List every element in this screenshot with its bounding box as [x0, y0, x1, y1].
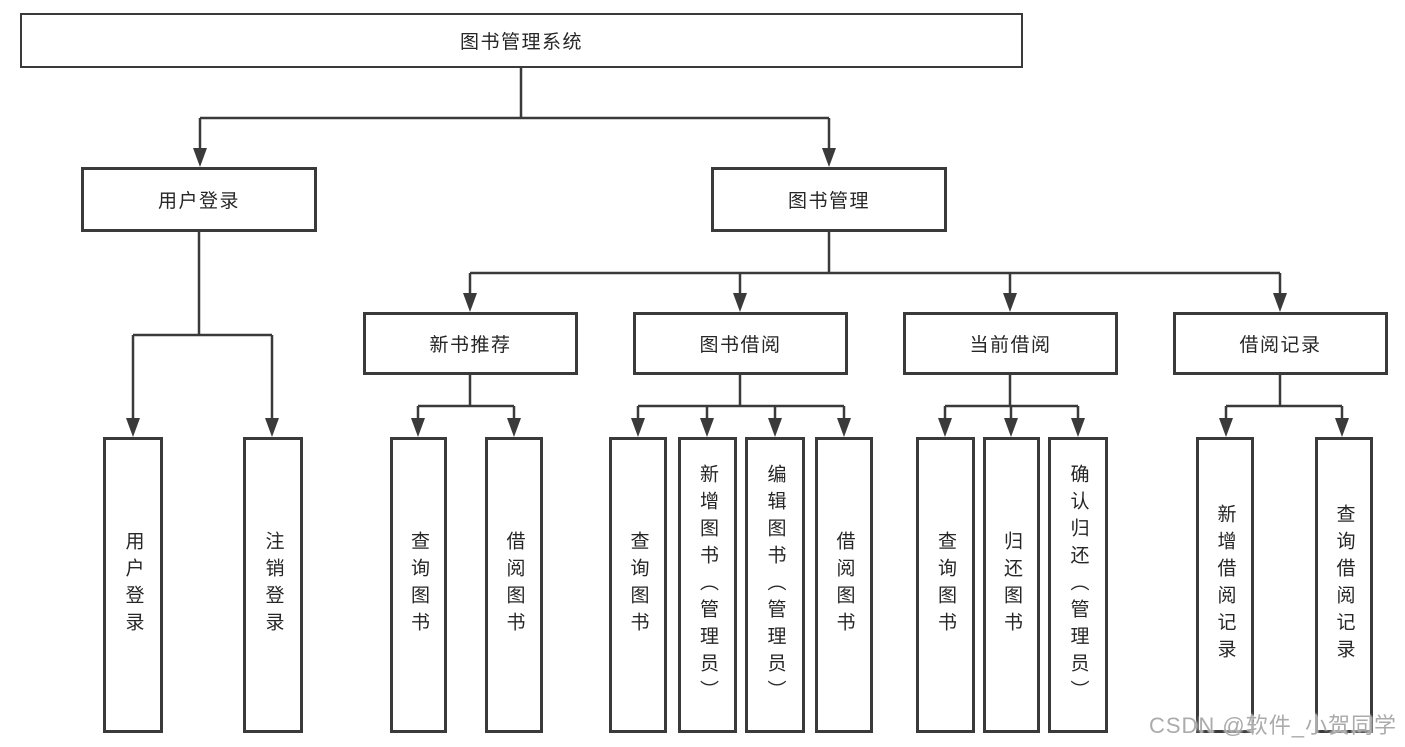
leaf-borrow-books-borrow: 借阅图书 [815, 437, 873, 733]
node-user-login: 用户登录 [81, 167, 317, 232]
leaf-add-books-admin-label: 新增图书（管理员） [697, 463, 718, 707]
leaf-add-books-admin: 新增图书（管理员） [678, 437, 737, 733]
leaf-confirm-return-admin: 确认归还（管理员） [1048, 437, 1108, 733]
leaf-confirm-return-admin-label: 确认归还（管理员） [1067, 463, 1089, 707]
node-book-management-label: 图书管理 [787, 191, 870, 212]
node-new-book-recommend: 新书推荐 [363, 312, 578, 375]
leaf-query-books-borrow: 查询图书 [609, 437, 667, 733]
node-current-borrow: 当前借阅 [903, 312, 1118, 375]
leaf-borrow-books-recommend: 借阅图书 [485, 437, 543, 733]
leaf-return-books-label: 归还图书 [1001, 531, 1022, 639]
leaf-query-books-borrow-label: 查询图书 [627, 531, 649, 639]
leaf-edit-books-admin: 编辑图书（管理员） [745, 437, 805, 733]
leaf-query-borrow-record-label: 查询借阅记录 [1333, 504, 1355, 666]
leaf-user-login-label: 用户登录 [122, 531, 144, 639]
leaf-query-books-current: 查询图书 [916, 437, 975, 733]
node-new-book-recommend-label: 新书推荐 [429, 335, 512, 356]
node-book-management: 图书管理 [711, 167, 947, 232]
node-library-system-label: 图书管理系统 [459, 32, 583, 53]
node-library-system: 图书管理系统 [20, 13, 1023, 68]
leaf-add-borrow-record: 新增借阅记录 [1196, 437, 1254, 733]
leaf-return-books: 归还图书 [983, 437, 1040, 733]
leaf-query-books-current-label: 查询图书 [935, 531, 956, 639]
node-borrow-records-label: 借阅记录 [1239, 335, 1322, 356]
watermark-text: CSDN @软件_小贺同学 [1148, 713, 1397, 738]
leaf-query-books-recommend: 查询图书 [390, 437, 447, 733]
leaf-edit-books-admin-label: 编辑图书（管理员） [764, 463, 786, 707]
leaf-borrow-books-borrow-label: 借阅图书 [833, 531, 855, 639]
node-borrow-records: 借阅记录 [1173, 312, 1388, 375]
leaf-query-books-recommend-label: 查询图书 [408, 531, 429, 639]
leaf-user-login: 用户登录 [103, 437, 163, 733]
leaf-logout-login: 注销登录 [243, 437, 303, 733]
leaf-add-borrow-record-label: 新增借阅记录 [1214, 504, 1236, 666]
leaf-borrow-books-recommend-label: 借阅图书 [503, 531, 525, 639]
node-current-borrow-label: 当前借阅 [969, 335, 1052, 356]
leaf-logout-login-label: 注销登录 [262, 531, 284, 639]
leaf-query-borrow-record: 查询借阅记录 [1315, 437, 1373, 733]
node-book-borrow: 图书借阅 [633, 312, 848, 375]
node-user-login-label: 用户登录 [157, 191, 240, 212]
node-book-borrow-label: 图书借阅 [699, 335, 782, 356]
